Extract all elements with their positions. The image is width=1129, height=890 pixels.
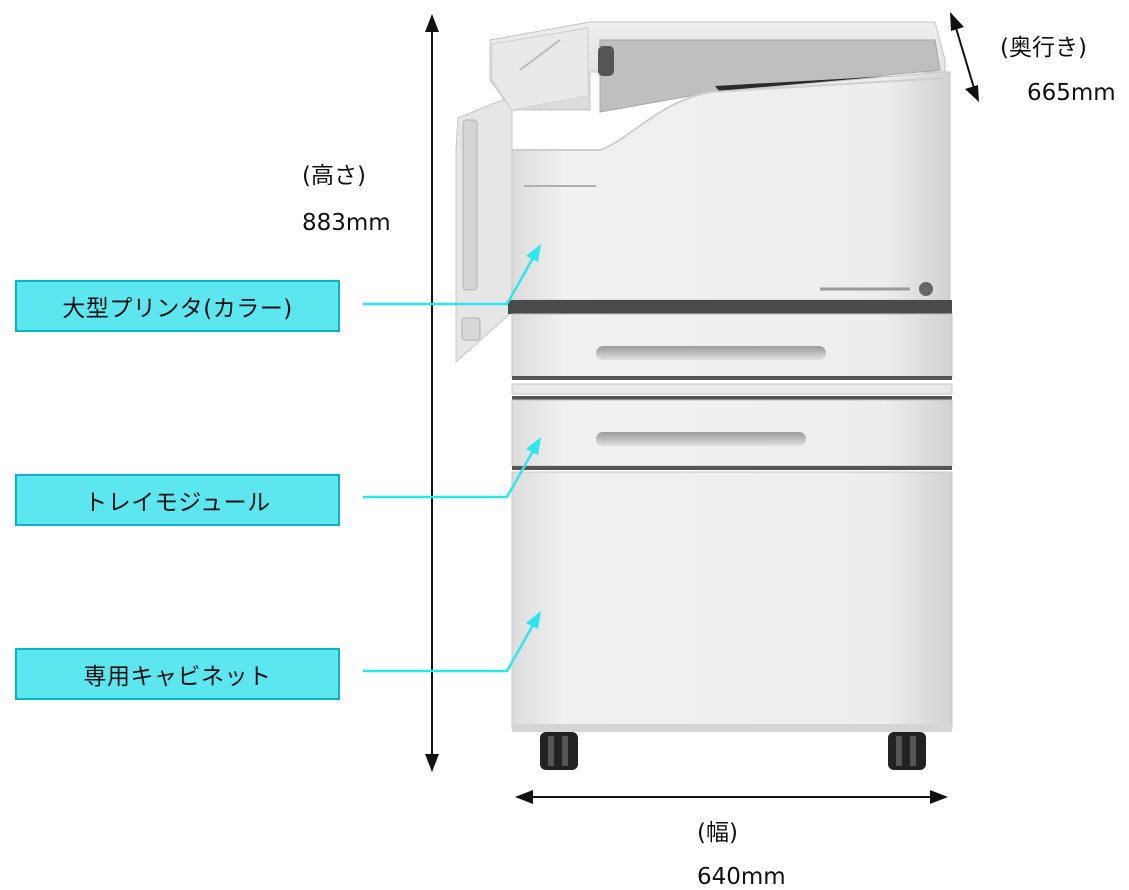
printer-illustration: [455, 21, 953, 770]
depth-label: (奥行き): [1000, 35, 1087, 61]
lid-line: [519, 39, 561, 71]
tray-2: [511, 383, 953, 395]
printer-face-curve: [512, 77, 946, 151]
height-value: 883mm: [302, 210, 391, 236]
cabinet-body: [511, 471, 953, 729]
height-dimension-arrow: [425, 14, 439, 772]
top-handle: [598, 46, 614, 76]
width-value: 640mm: [697, 864, 786, 890]
tray-3-handle: [596, 432, 806, 446]
callout-printer: 大型プリンタ(カラー): [15, 280, 340, 332]
leader-printer: [363, 244, 541, 306]
depth-dimension-arrow: [950, 12, 979, 102]
callout-tray-module: トレイモジュール: [15, 474, 340, 526]
side-button: [461, 317, 481, 341]
control-panel: [462, 119, 478, 291]
callout-cabinet: 専用キャビネット: [15, 648, 340, 700]
cabinet-base: [512, 724, 952, 732]
top-left-lid: [491, 27, 589, 111]
caster-right: [888, 732, 926, 770]
caster-left: [540, 732, 578, 770]
leader-tray-module: [363, 437, 541, 499]
width-dimension-arrow: [515, 790, 948, 804]
tray-1-handle: [596, 346, 826, 360]
brand-logo-mark: [919, 282, 933, 296]
depth-value: 665mm: [1027, 80, 1116, 106]
height-label: (高さ): [302, 163, 366, 189]
leader-cabinet: [363, 611, 541, 673]
printer-base-band: [508, 300, 952, 314]
width-label: (幅): [697, 820, 738, 846]
